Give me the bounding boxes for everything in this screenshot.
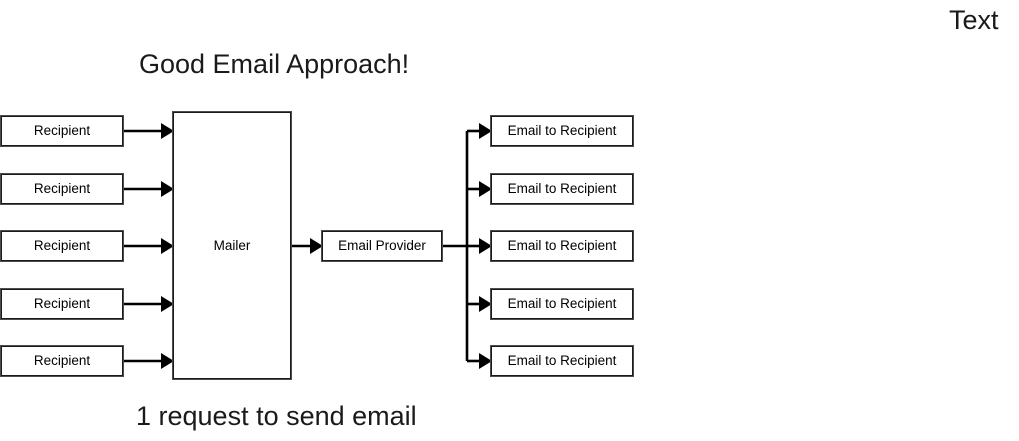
email-to-recipient-box-4[interactable]: Email to Recipient [490, 288, 634, 320]
diagram-caption: 1 request to send email [136, 401, 417, 431]
recipient-box-2[interactable]: Recipient [0, 173, 124, 205]
diagram-title: Good Email Approach! [139, 49, 410, 79]
email-to-recipient-box-4-label: Email to Recipient [507, 296, 617, 312]
edge-recipient-to-mailer-4 [124, 296, 174, 312]
edge-recipient-to-mailer-2 [124, 181, 174, 197]
email-provider-box[interactable]: Email Provider [321, 230, 443, 262]
email-to-recipient-box-2-label: Email to Recipient [507, 181, 617, 197]
email-to-recipient-box-3[interactable]: Email to Recipient [490, 230, 634, 262]
email-to-recipient-box-5-label: Email to Recipient [507, 353, 617, 369]
edge-trunk-to-email-5 [467, 353, 492, 369]
edge-recipient-to-mailer-3 [124, 238, 174, 254]
recipient-box-4-label: Recipient [33, 296, 91, 312]
email-to-recipient-box-1[interactable]: Email to Recipient [490, 115, 634, 147]
edge-recipient-to-mailer-1 [124, 123, 174, 139]
recipient-box-4[interactable]: Recipient [0, 288, 124, 320]
email-to-recipient-box-1-label: Email to Recipient [507, 123, 617, 139]
mailer-box[interactable]: Mailer [172, 111, 292, 380]
recipient-box-5[interactable]: Recipient [0, 345, 124, 377]
edge-mailer-to-provider [292, 238, 323, 254]
email-provider-box-label: Email Provider [338, 238, 426, 254]
edge-trunk-to-email-3 [467, 238, 492, 254]
recipient-box-5-label: Recipient [33, 353, 91, 369]
email-to-recipient-box-5[interactable]: Email to Recipient [490, 345, 634, 377]
corner-text-label: Text [949, 5, 999, 35]
recipient-box-1[interactable]: Recipient [0, 115, 124, 147]
recipient-box-3-label: Recipient [33, 238, 91, 254]
edge-trunk-to-email-2 [467, 181, 492, 197]
email-to-recipient-box-3-label: Email to Recipient [507, 238, 617, 254]
edge-recipient-to-mailer-5 [124, 353, 174, 369]
edge-trunk-to-email-1 [467, 123, 492, 139]
recipient-box-1-label: Recipient [33, 123, 91, 139]
recipient-box-3[interactable]: Recipient [0, 230, 124, 262]
email-to-recipient-box-2[interactable]: Email to Recipient [490, 173, 634, 205]
recipient-box-2-label: Recipient [33, 181, 91, 197]
mailer-box-label: Mailer [213, 237, 251, 253]
edge-trunk-to-email-4 [467, 296, 492, 312]
